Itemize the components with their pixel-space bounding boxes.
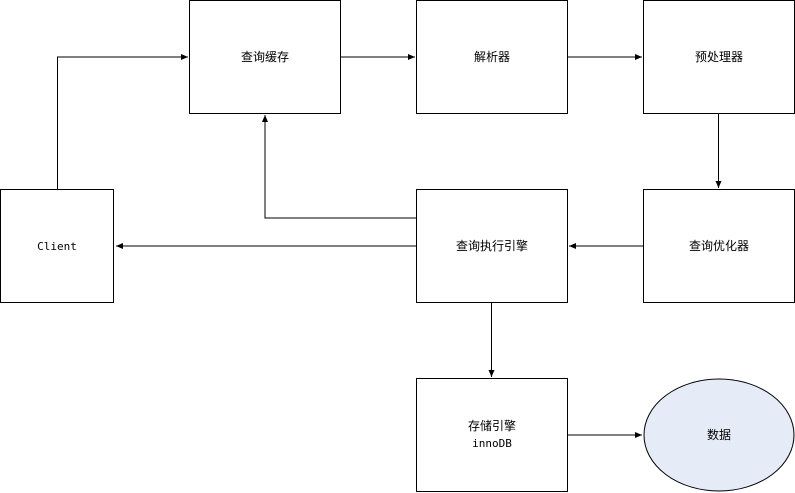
node-client-label: Client [37, 240, 77, 253]
node-executor: 查询执行引擎 [416, 189, 568, 303]
node-preprocessor-label: 预处理器 [695, 50, 743, 64]
node-storage-engine-name: innoDB [472, 437, 512, 450]
node-data-label: 数据 [707, 427, 731, 442]
node-query-cache-label: 查询缓存 [241, 50, 289, 64]
node-parser: 解析器 [416, 0, 568, 114]
node-optimizer: 查询优化器 [643, 189, 795, 303]
node-executor-label: 查询执行引擎 [456, 238, 528, 253]
node-query-cache: 查询缓存 [189, 0, 341, 114]
node-storage: 存储引擎 innoDB [416, 378, 568, 492]
edge-client-to-query-cache [57, 54, 188, 189]
edge-executor-to-query-cache [262, 115, 416, 219]
node-storage-label: 存储引擎 [468, 418, 516, 433]
node-preprocessor: 预处理器 [643, 0, 795, 114]
node-client: Client [0, 189, 114, 303]
node-optimizer-label: 查询优化器 [689, 239, 749, 253]
node-parser-label: 解析器 [474, 50, 510, 64]
node-data: 数据 [643, 378, 795, 492]
